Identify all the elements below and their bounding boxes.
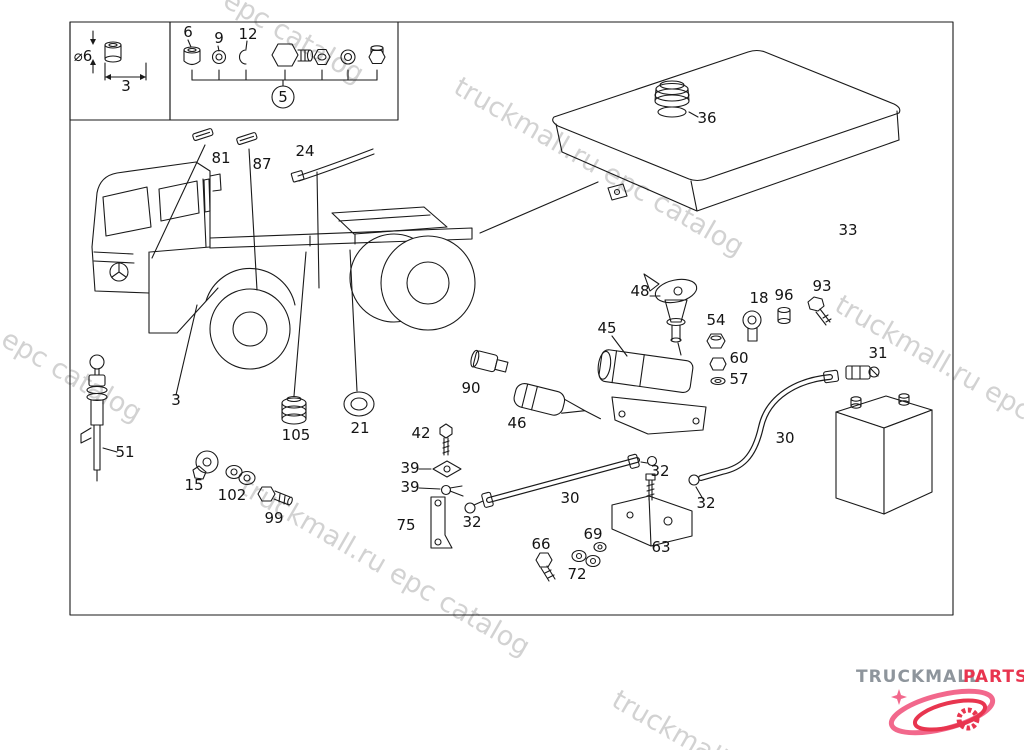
inset-dimension-drawing: ⌀6 3 — [74, 30, 147, 95]
callout-93: 93 — [812, 277, 831, 295]
pump-assembly-drawing — [470, 273, 832, 435]
bracket-75-drawing — [418, 423, 464, 549]
callout-72: 72 — [567, 565, 586, 583]
watermark-text: truckmall.ru epc catalog — [449, 71, 750, 263]
callout-60: 60 — [729, 349, 748, 367]
callout-99: 99 — [264, 509, 283, 527]
callout-3: 3 — [171, 391, 181, 409]
callout-30: 30 — [775, 429, 794, 447]
callout-6: 6 — [183, 23, 193, 41]
callout-32: 32 — [696, 494, 715, 512]
logo-accent-text: PARTS — [963, 667, 1024, 687]
callout-45: 45 — [597, 319, 616, 337]
callout-87: 87 — [252, 155, 271, 173]
dimension-height-label: 3 — [121, 77, 131, 95]
callout-30: 30 — [560, 489, 579, 507]
callout-21: 21 — [350, 419, 369, 437]
callout-39: 39 — [400, 478, 419, 496]
callout-96: 96 — [774, 286, 793, 304]
hose-drawing — [464, 369, 840, 514]
inset-hardware-box — [169, 21, 399, 121]
callout-33: 33 — [838, 221, 857, 239]
callout-48: 48 — [630, 282, 649, 300]
callout-46: 46 — [507, 414, 526, 432]
dimension-diameter-label: ⌀6 — [74, 47, 93, 65]
callout-12: 12 — [238, 25, 257, 43]
callout-36: 36 — [697, 109, 716, 127]
callout-15: 15 — [184, 476, 203, 494]
callout-32: 32 — [462, 513, 481, 531]
logo-gear-swirl-icon — [888, 688, 996, 736]
callout-42: 42 — [411, 424, 430, 442]
callout-90: 90 — [461, 379, 480, 397]
filler-cap-drawing — [654, 80, 699, 118]
callout-102: 102 — [218, 486, 247, 504]
callout-105: 105 — [282, 426, 311, 444]
callout-labels: 81 87 24 36 33 48 18 96 93 54 45 60 57 3… — [115, 109, 887, 583]
bracket-63-drawing — [535, 473, 693, 582]
watermark-text: truckmall.ru epc catalog — [607, 684, 908, 750]
callout-24: 24 — [295, 142, 314, 160]
inset-hardware-drawing: 6 9 12 5 — [183, 23, 386, 109]
logo-brand-text: TRUCKMALL — [856, 667, 981, 687]
fuel-tank-drawing — [552, 49, 901, 212]
leader-lines — [151, 144, 661, 397]
site-logo: TRUCKMALL PARTS — [856, 667, 1024, 736]
diagram-borders — [69, 21, 954, 616]
callout-63: 63 — [651, 538, 670, 556]
callout-18: 18 — [749, 289, 768, 307]
callout-54: 54 — [706, 311, 725, 329]
callout-9: 9 — [214, 29, 224, 47]
callout-69: 69 — [583, 525, 602, 543]
callout-66: 66 — [531, 535, 550, 553]
callout-75: 75 — [396, 516, 415, 534]
battery-drawing — [835, 365, 933, 515]
callout-51: 51 — [115, 443, 134, 461]
callout-32: 32 — [650, 462, 669, 480]
callout-81: 81 — [211, 149, 230, 167]
truck-drawing — [91, 161, 476, 370]
callout-31: 31 — [868, 344, 887, 362]
callout-39: 39 — [400, 459, 419, 477]
left-parts-drawing — [80, 354, 375, 506]
callout-5: 5 — [278, 88, 288, 106]
inset-dimension-box — [69, 21, 171, 121]
clip-parts-drawing — [192, 128, 375, 183]
group-callout-circle — [271, 85, 295, 109]
callout-57: 57 — [729, 370, 748, 388]
